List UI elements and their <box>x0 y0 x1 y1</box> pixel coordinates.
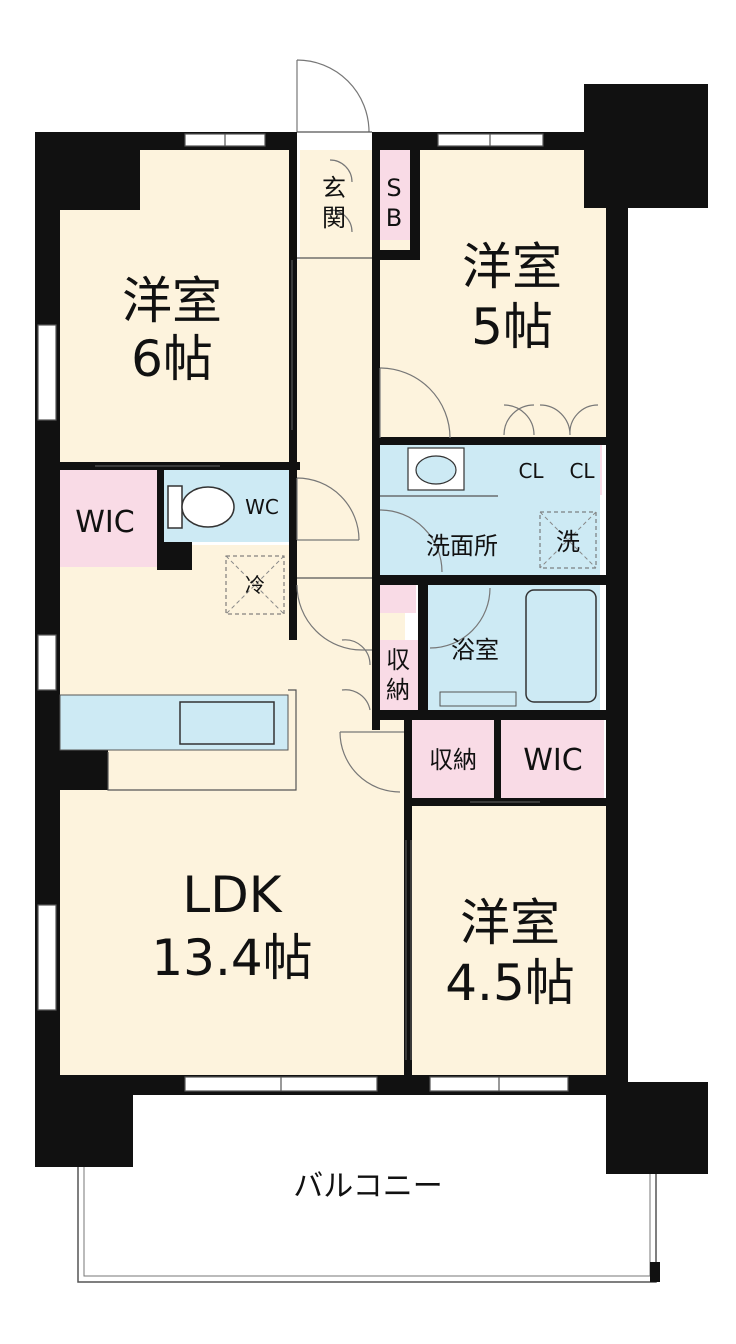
door-swing-closet-cl1 <box>503 404 535 436</box>
wall-top-right-pillar <box>584 84 708 208</box>
fridge-space <box>225 555 285 615</box>
washer-cross-b <box>539 511 597 569</box>
room-western-5-name: 洋室 <box>462 238 562 296</box>
window-left-upper <box>37 324 57 421</box>
wall-washroom-top <box>372 437 612 445</box>
storage-small-fill <box>378 640 418 710</box>
entrance-door-swing <box>296 59 370 133</box>
wc-label: WC <box>245 495 279 519</box>
room-ldk-name: LDK <box>182 866 282 924</box>
door-swing-storage <box>341 639 371 711</box>
storage-small-label-1: 収 <box>386 646 410 674</box>
balcony-rail <box>83 1167 651 1277</box>
window-left-mid <box>37 634 57 691</box>
wall-45-left <box>404 712 412 1082</box>
shoe-box-label-1: S <box>386 174 401 202</box>
wall-sb-bottom <box>372 250 420 260</box>
wic-left-fill <box>60 470 157 567</box>
wall-storage-mid <box>494 712 501 802</box>
kitchen-counter-outline <box>59 694 289 751</box>
door-swing-hall <box>339 731 404 793</box>
room-western-4-5-size: 4.5帖 <box>445 954 575 1012</box>
door-swing-washroom <box>379 509 443 573</box>
wic-right-label: WIC <box>523 743 582 778</box>
wic-left-label: WIC <box>75 505 134 540</box>
cl2-label: CL <box>569 459 595 483</box>
washer-cross-a <box>539 511 597 569</box>
hallway-fill <box>292 260 372 710</box>
room-ldk-size: 13.4帖 <box>151 929 312 987</box>
entrance-label-2: 関 <box>322 204 346 232</box>
cl1-label: CL <box>518 459 544 483</box>
shoe-box-label-2: B <box>386 204 402 232</box>
door-swing-wc <box>296 477 360 541</box>
door-swing-western5 <box>379 367 451 439</box>
fridge-label: 冷 <box>245 573 265 597</box>
bath-label: 浴室 <box>451 636 499 664</box>
sink-basin-icon <box>415 455 457 485</box>
storage-small-label-2: 納 <box>386 676 410 704</box>
washer-label: 洗 <box>556 528 580 556</box>
wall-bath-left <box>418 575 428 720</box>
bathtub <box>525 589 597 703</box>
wall-right <box>606 150 628 1085</box>
entrance-label-1: 玄 <box>322 174 346 202</box>
wall-bath-bottom <box>372 710 612 720</box>
room-western-4-5-name: 洋室 <box>460 894 560 952</box>
door-swing-closet-cl2 <box>539 404 599 436</box>
storage-wide-label: 収納 <box>429 746 477 774</box>
wall-kitchen-nub <box>60 750 108 790</box>
wic-right-fill <box>500 720 604 798</box>
wall-wic-right <box>157 462 164 567</box>
balcony-drain <box>650 1262 660 1282</box>
shoe-box-fill <box>378 150 410 240</box>
kitchen-sink <box>179 701 275 745</box>
washroom-label: 洗面所 <box>426 532 498 560</box>
wall-hall-nub <box>372 585 380 615</box>
door-swing-bath <box>429 587 491 649</box>
balcony-outline <box>77 1167 657 1283</box>
toilet-tank <box>167 485 183 529</box>
kitchen-peninsula <box>107 689 297 791</box>
room-western-5-size: 5帖 <box>471 298 553 356</box>
wall-washroom-bottom <box>372 575 612 585</box>
room-western-6-size: 6帖 <box>131 330 213 388</box>
room-western-6-name: 洋室 <box>122 272 222 330</box>
wall-sb-right <box>410 150 420 260</box>
pink-small-fill <box>380 585 416 613</box>
room-western-4-5-fill <box>412 805 606 1075</box>
window-left-lower <box>37 904 57 1011</box>
entrance-fill <box>300 150 375 260</box>
bath-wash-area <box>439 691 517 707</box>
door-swing-ldk <box>296 584 372 651</box>
washer-pan <box>539 511 597 569</box>
toilet-bowl-icon <box>181 486 235 528</box>
wall-hall-left <box>289 150 297 640</box>
wall-wc-bottom <box>157 542 192 570</box>
storage-wide-fill <box>410 720 495 798</box>
balcony-label: バルコニー <box>293 1169 442 1204</box>
door-swing-entrance-closet <box>329 159 353 233</box>
wall-bottom-right-pillar <box>606 1082 708 1174</box>
